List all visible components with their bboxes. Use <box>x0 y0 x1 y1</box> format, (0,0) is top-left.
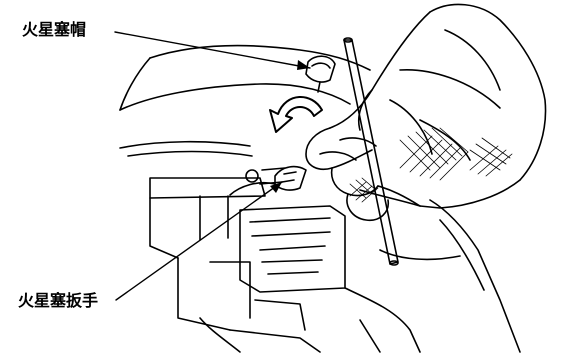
leader-lines <box>115 32 310 300</box>
spark-plug-cap-label: 火星塞帽 <box>22 22 86 38</box>
leader-line-cap <box>115 32 310 68</box>
spark-plug-wrench-label: 火星塞扳手 <box>18 293 98 309</box>
gloved-hand <box>306 4 546 220</box>
glove-texture <box>350 128 512 202</box>
rotation-arrow <box>270 97 322 132</box>
leader-line-wrench <box>116 182 282 300</box>
spark-plug-cap <box>306 56 335 92</box>
engine-body <box>120 46 520 352</box>
